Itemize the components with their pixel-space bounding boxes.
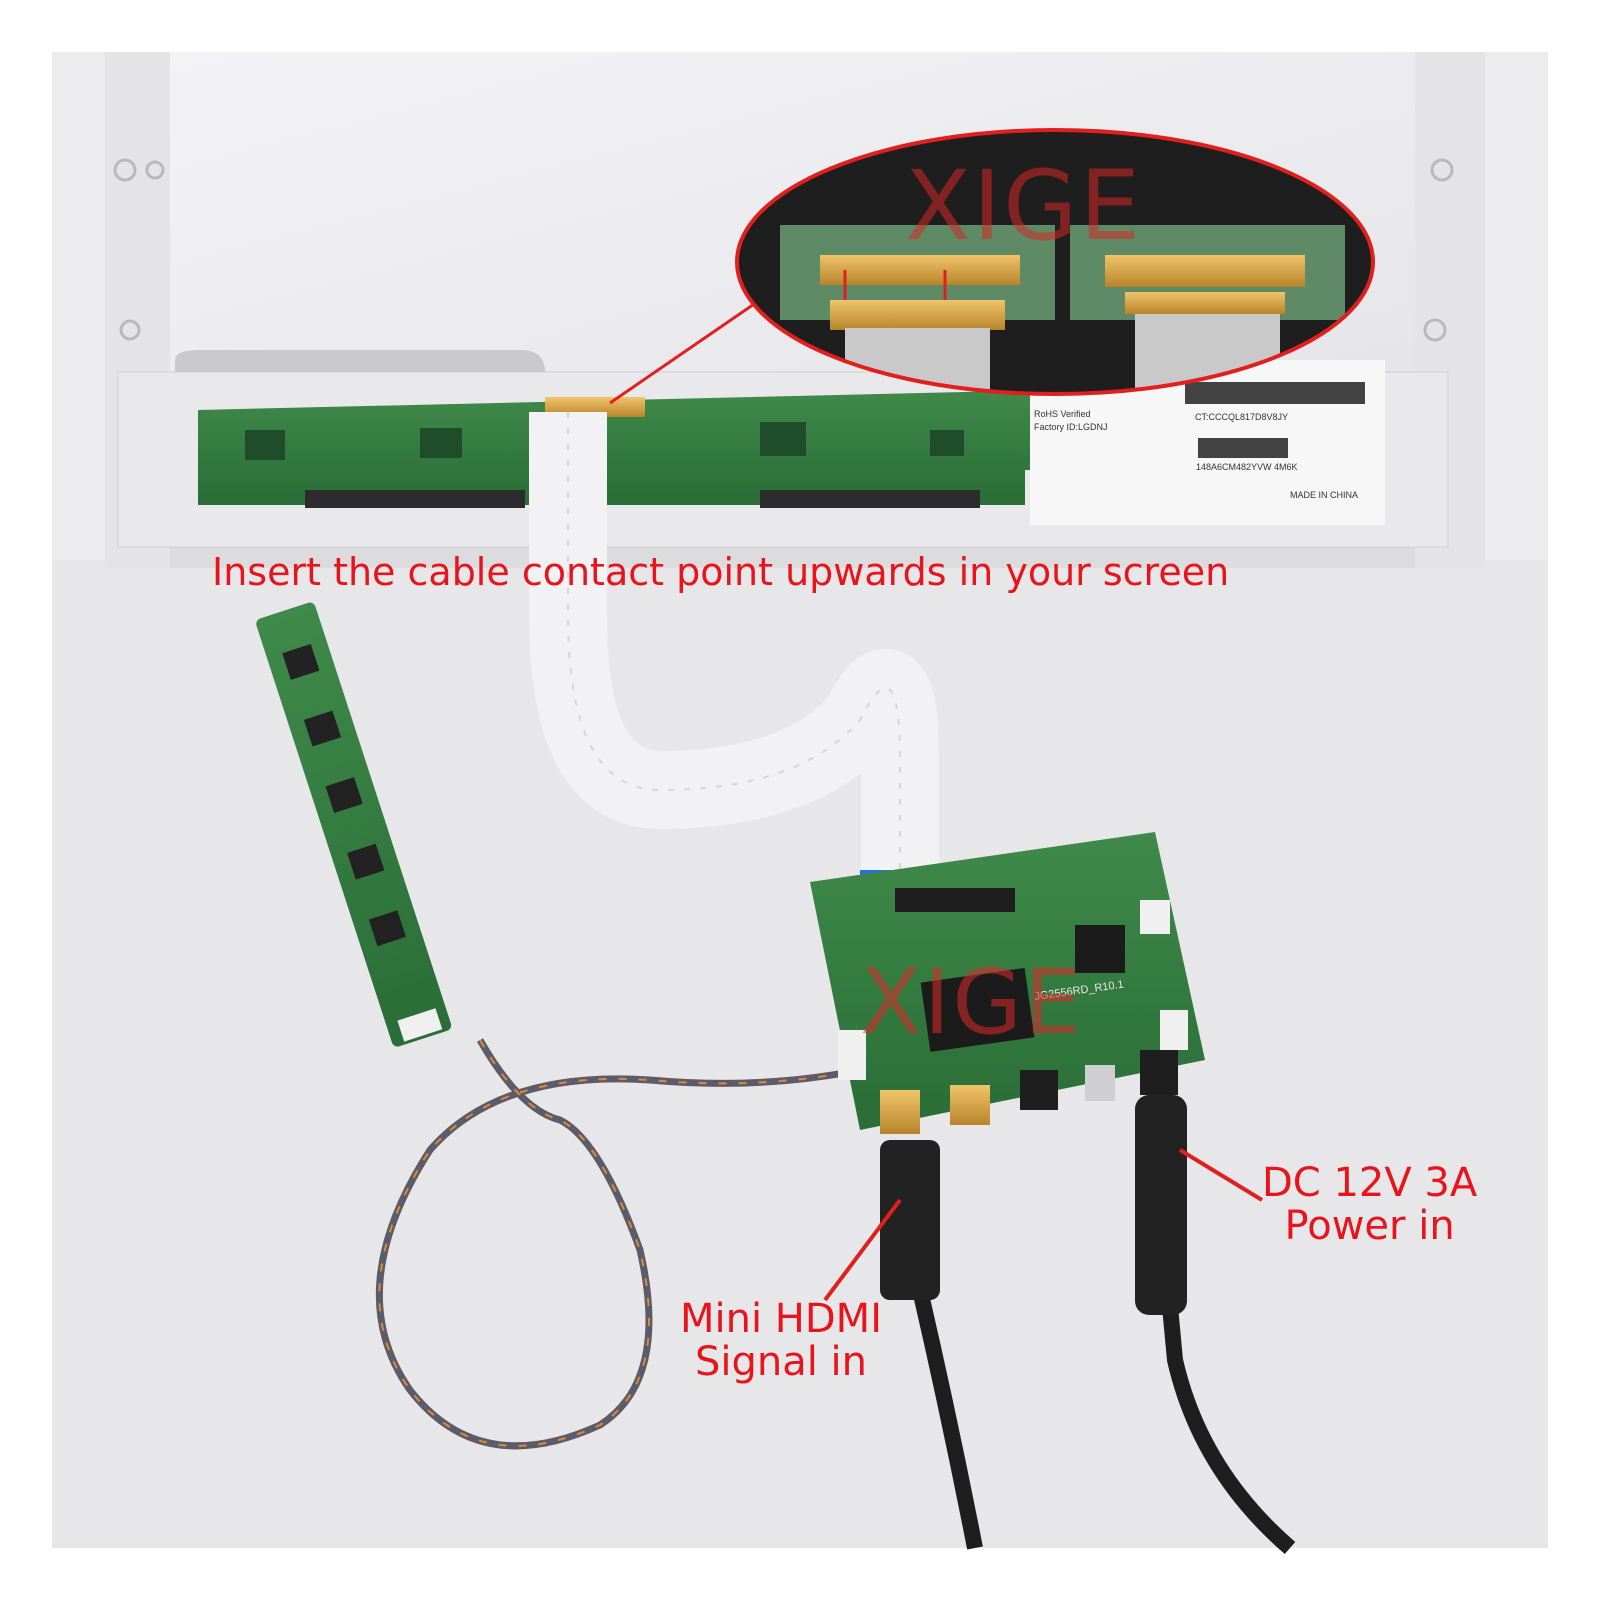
sticker-ct-code: CT:CCCQL817D8V8JY — [1195, 412, 1288, 422]
button-keypad-board — [256, 602, 452, 1047]
pointer-line-power — [1178, 1148, 1264, 1202]
connector-zoom-inset — [735, 128, 1375, 396]
sticker-origin: MADE IN CHINA — [1290, 490, 1358, 500]
keypad-ribbon-wire-color — [378, 1039, 861, 1447]
sticker-factory: Factory ID:LGDNJ — [1034, 422, 1108, 432]
watermark-top: XIGE — [905, 150, 1143, 262]
cable-instruction-label: Insert the cable contact point upwards i… — [212, 550, 1230, 594]
pointer-line-hdmi — [823, 1198, 902, 1302]
mini-hdmi-label-line2: Signal in — [694, 1339, 868, 1386]
mini-hdmi-plug — [880, 1140, 940, 1300]
watermark-board: XIGE — [860, 950, 1083, 1055]
ffc-ribbon-lines — [567, 412, 901, 880]
panel-driver-pcb — [198, 390, 1050, 508]
dc-power-label-line2: Power in — [1284, 1203, 1455, 1250]
dc-power-label: DC 12V 3A Power in — [1262, 1160, 1478, 1250]
dc-power-cable — [1152, 1199, 1296, 1555]
controller-board — [810, 832, 1205, 1134]
dc-power-plug — [1135, 1095, 1187, 1315]
sticker-serial: 148A6CM482YVW 4M6K — [1196, 462, 1298, 472]
mini-hdmi-label-line1: Mini HDMI — [680, 1296, 882, 1342]
mini-hdmi-cable — [897, 1149, 983, 1550]
mini-hdmi-label: Mini HDMI Signal in — [680, 1296, 882, 1386]
pointer-line-connector — [609, 298, 761, 405]
sticker-rohs: RoHS Verified — [1034, 409, 1091, 419]
dc-power-label-line1: DC 12V 3A — [1262, 1160, 1478, 1206]
